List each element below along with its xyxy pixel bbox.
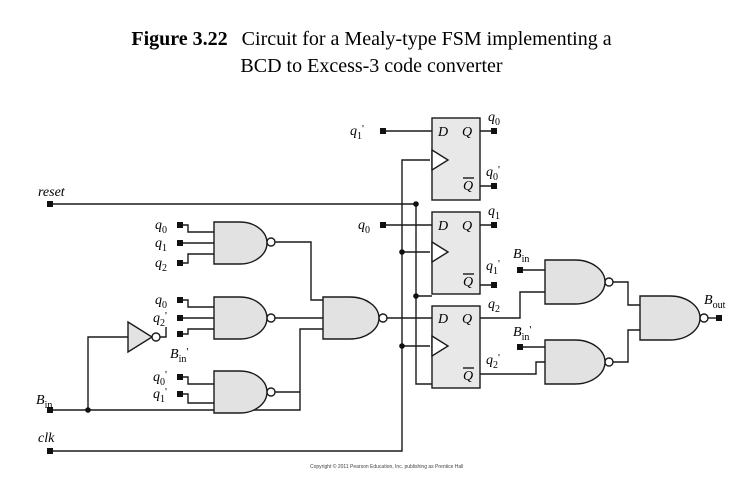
nand-gate-6 — [544, 339, 614, 385]
reset-junction-2 — [413, 293, 419, 299]
bin-junction — [85, 407, 91, 413]
ff2-qbar-terminal — [491, 282, 497, 288]
g1-q2-terminal — [177, 260, 183, 266]
g6-bin-prime-label: Bin' — [513, 324, 531, 343]
junction-dots — [85, 201, 419, 413]
g3-q1p-terminal — [177, 391, 183, 397]
g1-q1-terminal — [177, 240, 183, 246]
terminals — [47, 128, 722, 454]
g2-binp-terminal — [177, 331, 183, 337]
flip-flop-1 — [431, 117, 481, 201]
signal-labels: reset clk Bin q1' q0 q0 q1 q2 q0 q2' Bin… — [36, 110, 726, 446]
flip-flop-3 — [431, 305, 481, 389]
ff2-q1-label: q1 — [488, 204, 500, 222]
g1-q1-label: q1 — [155, 236, 167, 254]
figure-caption: Figure 3.22 Circuit for a Mealy-type FSM … — [0, 26, 743, 80]
bout-terminal — [716, 315, 722, 321]
inverter-output — [160, 327, 167, 338]
nand-gate-4 — [322, 296, 388, 340]
gate6-out — [611, 329, 640, 363]
ff2-q1-prime-label: q1' — [486, 258, 500, 277]
q2-to-gate5 — [480, 291, 545, 319]
g5-bin-label: Bin — [513, 247, 529, 265]
g6-binp-terminal — [517, 344, 523, 350]
clk-terminal — [47, 448, 53, 454]
gate1-inputs — [180, 224, 214, 264]
nand-gate-1 — [213, 221, 276, 265]
figure-label: Figure 3.22 — [131, 28, 228, 50]
g5-bin-terminal — [517, 267, 523, 273]
q0-label-ff2: q0 — [358, 218, 370, 236]
bin-label: Bin — [36, 393, 52, 411]
g3-q0-prime-label: q0' — [153, 369, 167, 388]
gate2-inputs — [180, 299, 214, 335]
nand-gate-3 — [213, 370, 276, 414]
caption-line-2: BCD to Excess-3 code converter — [240, 55, 503, 77]
inverter — [127, 320, 161, 354]
ff2-q-terminal — [491, 222, 497, 228]
ff1-q-pin: Q — [462, 125, 472, 140]
ff-pin-labels: D Q Q D Q Q D Q Q — [437, 125, 474, 384]
reset-label: reset — [38, 185, 66, 200]
flip-flop-2 — [431, 211, 481, 295]
q2bar-to-gate6 — [480, 361, 545, 375]
gate3-inputs — [180, 376, 214, 404]
q1-prime-label: q1' — [350, 123, 364, 142]
g2-bin-prime-label: Bin' — [170, 346, 188, 365]
bin-terminal — [47, 407, 53, 413]
clk-label: clk — [38, 431, 55, 446]
gate1-out — [275, 241, 323, 301]
ff3-d-pin: D — [437, 312, 448, 327]
ff3-q-pin: Q — [462, 312, 472, 327]
bin-to-gate4 — [88, 328, 323, 411]
g2-q2p-terminal — [177, 315, 183, 321]
ff3-qbar-pin: Q — [463, 369, 473, 384]
ff1-q0-prime-label: q0' — [486, 164, 500, 183]
bin-to-inverter — [50, 336, 128, 411]
nand-gate-5 — [544, 259, 614, 305]
ff3-q2-prime-label: q2' — [486, 352, 500, 371]
nand-gate-2 — [213, 296, 276, 340]
ff1-d-pin: D — [437, 125, 448, 140]
reset-junction — [413, 201, 419, 207]
reset-terminal — [47, 201, 53, 207]
g1-q2-label: q2 — [155, 256, 167, 274]
g2-q0-label: q0 — [155, 293, 167, 311]
gate5-out — [611, 281, 640, 306]
bout-label: Bout — [704, 293, 726, 311]
ff2-d-pin: D — [437, 219, 448, 234]
ff2-q-pin: Q — [462, 219, 472, 234]
g2-q2-prime-label: q2' — [153, 310, 167, 329]
ff1-qbar-terminal — [491, 183, 497, 189]
ff3-q2-label: q2 — [488, 297, 500, 315]
ff1-qbar-pin: Q — [463, 179, 473, 194]
caption-line-1: Circuit for a Mealy-type FSM implementin… — [241, 28, 612, 50]
ff1-q0-label: q0 — [488, 110, 500, 128]
wires — [50, 130, 719, 452]
ff1-q-terminal — [491, 128, 497, 134]
clk-junction-2 — [399, 343, 405, 349]
copyright-footer: Copyright © 2011 Pearson Education, Inc.… — [310, 463, 463, 470]
g2-q0-terminal — [177, 297, 183, 303]
reset-bus — [415, 204, 432, 385]
ff2-qbar-pin: Q — [463, 275, 473, 290]
q0-terminal-ff2 — [380, 222, 386, 228]
clk-bus — [50, 159, 430, 452]
g1-q0-terminal — [177, 222, 183, 228]
ff-output-wires — [480, 130, 494, 286]
clk-junction-1 — [399, 249, 405, 255]
q1-prime-terminal — [380, 128, 386, 134]
g3-q0p-terminal — [177, 374, 183, 380]
g1-q0-label: q0 — [155, 218, 167, 236]
nand-gate-output — [639, 295, 709, 341]
g3-q1-prime-label: q1' — [153, 386, 167, 405]
